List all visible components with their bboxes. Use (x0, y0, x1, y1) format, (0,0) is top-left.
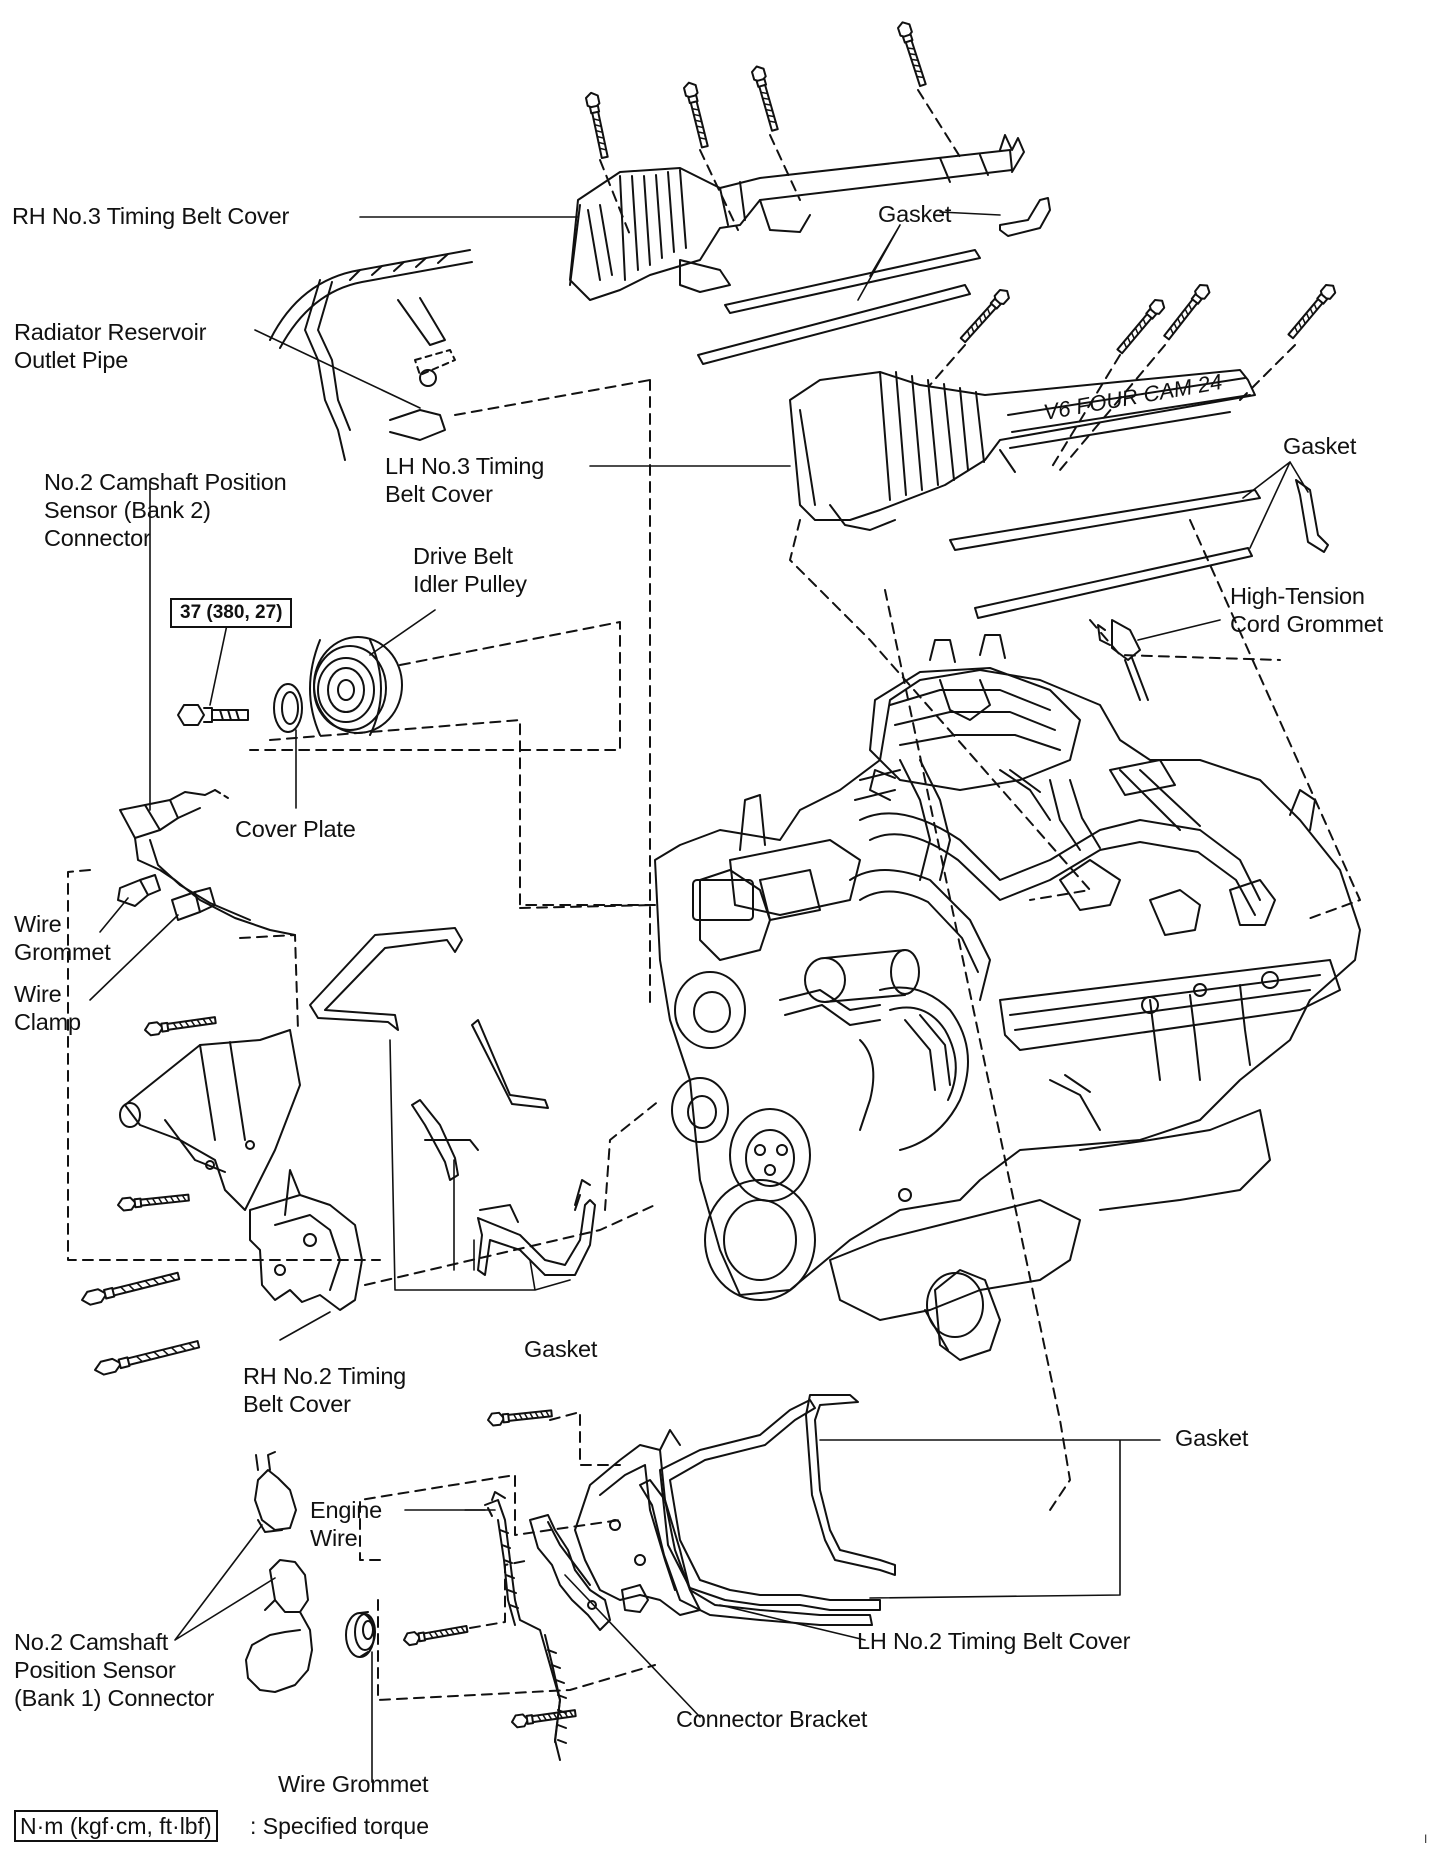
rh-no2-timing-belt-cover-bracket (120, 1030, 300, 1210)
label-cam-sensor-bank1-connector: No.2 Camshaft Position Sensor (Bank 1) C… (14, 1628, 214, 1712)
label-line: Outlet Pipe (14, 347, 129, 373)
label-line: Wire (14, 911, 62, 937)
label-line: High-Tension (1230, 583, 1365, 609)
rh-no2-bolts (79, 1013, 218, 1378)
label-lh-no3-timing-belt-cover: LH No.3 Timing Belt Cover (385, 452, 544, 508)
label-line: Gasket (1175, 1425, 1249, 1451)
idler-pulley-bolt (178, 705, 248, 725)
corner-mark: I (1424, 1832, 1428, 1846)
label-line: LH No.3 Timing (385, 453, 545, 479)
lh-no2-bolts (401, 1406, 578, 1729)
legend-text: : Specified torque (250, 1813, 430, 1839)
cam-sensor-bank2-connector (120, 790, 295, 935)
label-connector-bracket: Connector Bracket (676, 1705, 867, 1733)
label-line: RH No.2 Timing (243, 1363, 407, 1389)
label-line: Radiator Reservoir (14, 319, 207, 345)
label-wire-grommet-lower: Wire Grommet (278, 1770, 429, 1798)
label-line: Position Sensor (14, 1657, 176, 1683)
label-engine-wire: Engine Wire (310, 1496, 382, 1552)
wire-grommet-upper (118, 875, 160, 906)
lh-no2-timing-belt-cover (575, 1430, 700, 1615)
label-line: Wire (14, 981, 62, 1007)
label-line: No.2 Camshaft (14, 1629, 169, 1655)
label-line: Drive Belt (413, 543, 513, 569)
label-line: RH No.3 Timing Belt Cover (12, 203, 290, 229)
label-gasket-lower-right: Gasket (1175, 1424, 1248, 1452)
rh-no2-timing-belt-cover (250, 1170, 362, 1310)
label-line: Cover Plate (235, 816, 356, 842)
rh-cover-bolts (584, 19, 930, 160)
label-rh-no2-timing-belt-cover: RH No.2 Timing Belt Cover (243, 1362, 406, 1418)
label-line: Sensor (Bank 2) (44, 497, 211, 523)
label-gasket-right: Gasket (1283, 432, 1356, 460)
wire-grommet-lower (346, 1612, 375, 1657)
label-gasket-middle: Gasket (524, 1335, 597, 1363)
label-line: LH No.2 Timing Belt Cover (857, 1628, 1131, 1654)
label-drive-belt-idler-pulley: Drive Belt Idler Pulley (413, 542, 527, 598)
label-wire-clamp: Wire Clamp (14, 980, 81, 1036)
label-line: Gasket (878, 201, 952, 227)
label-line: Idler Pulley (413, 571, 527, 597)
cover-plate (274, 684, 302, 732)
label-gasket-top: Gasket (878, 200, 951, 228)
connector-bracket (530, 1515, 648, 1630)
legend-unit-box: N·m (kgf·cm, ft·lbf) (14, 1810, 218, 1842)
label-line: Belt Cover (243, 1391, 351, 1417)
rh-no3-timing-belt-cover (570, 135, 1024, 300)
cam-sensor-bank1-connectors (246, 1452, 312, 1692)
radiator-reservoir-outlet-pipe (270, 250, 472, 460)
label-wire-grommet-upper: Wire Grommet (14, 910, 111, 966)
label-cover-plate: Cover Plate (235, 815, 356, 843)
label-line: Grommet (14, 939, 111, 965)
label-line: (Bank 1) Connector (14, 1685, 215, 1711)
label-lh-no2-timing-belt-cover: LH No.2 Timing Belt Cover (857, 1627, 1130, 1655)
label-rh-no3-timing-belt-cover: RH No.3 Timing Belt Cover (12, 202, 289, 230)
label-radiator-reservoir-outlet-pipe: Radiator Reservoir Outlet Pipe (14, 318, 207, 374)
high-tension-cord-grommet (1098, 620, 1148, 700)
middle-gaskets (310, 928, 595, 1275)
label-line: Gasket (1283, 433, 1357, 459)
engine-assembly (655, 635, 1360, 1360)
drive-belt-idler-pulley (310, 637, 402, 735)
label-line: Engine (310, 1497, 382, 1523)
lh-cover-bolts (957, 280, 1339, 357)
label-line: Belt Cover (385, 481, 493, 507)
wire-clamp (172, 888, 215, 920)
label-line: Wire (310, 1525, 358, 1551)
lh-no3-gaskets (950, 480, 1328, 618)
label-line: Gasket (524, 1336, 598, 1362)
label-line: Connector Bracket (676, 1706, 868, 1732)
label-line: Connector (44, 525, 151, 551)
torque-spec-box: 37 (380, 27) (170, 598, 293, 628)
label-cam-sensor-bank2-connector: No.2 Camshaft Position Sensor (Bank 2) C… (44, 468, 287, 552)
label-high-tension-cord-grommet: High-Tension Cord Grommet (1230, 582, 1383, 638)
engine-wire (485, 1492, 566, 1760)
lower-gaskets (640, 1395, 895, 1625)
lh-no3-timing-belt-cover: V6 FOUR CAM 24 (790, 369, 1255, 530)
label-line: Clamp (14, 1009, 81, 1035)
rh-no3-gaskets (698, 198, 1050, 364)
label-line: Cord Grommet (1230, 611, 1383, 637)
label-line: No.2 Camshaft Position (44, 469, 287, 495)
label-line: Wire Grommet (278, 1771, 429, 1797)
